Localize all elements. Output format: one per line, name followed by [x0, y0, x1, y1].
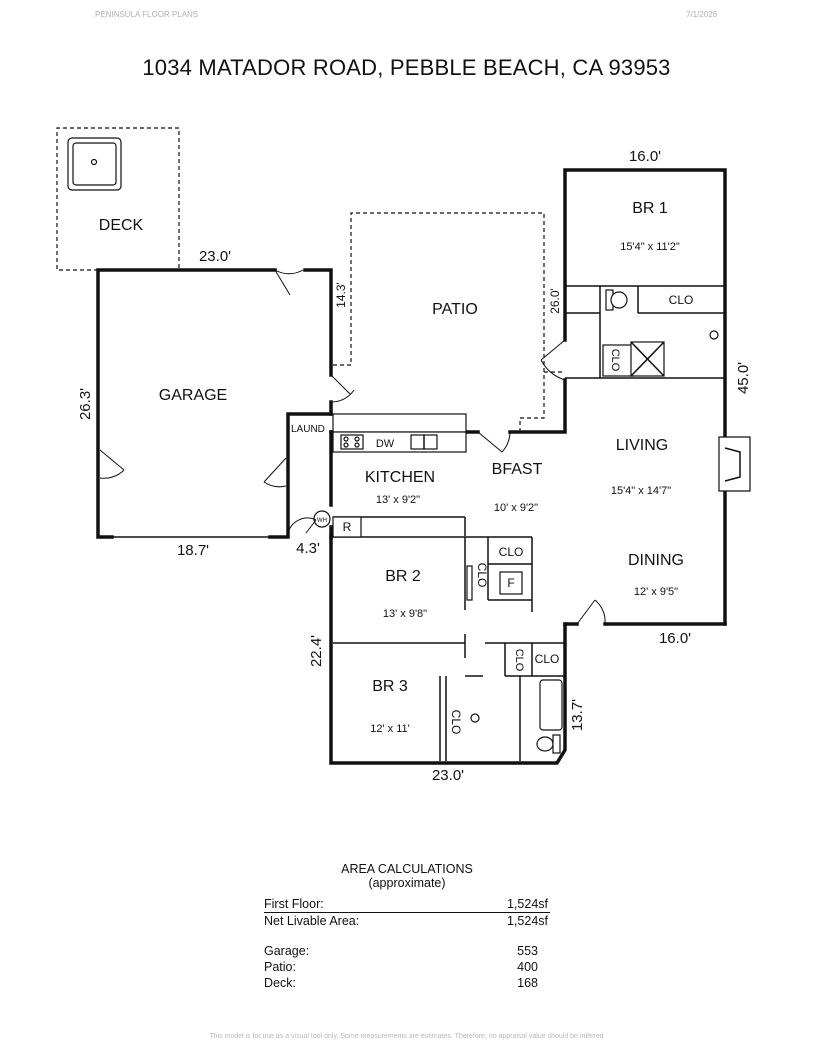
dim-bottom: 23.0': [432, 767, 464, 784]
refrigerator-label: R: [343, 520, 352, 534]
toilet-br1: [610, 291, 628, 309]
laund-label: LAUND: [291, 424, 325, 435]
br2-closet-door: [466, 565, 473, 601]
clo-label-br3: CLO: [449, 710, 463, 735]
doors: [99, 269, 606, 625]
dim-garage-left: 26.3': [77, 388, 94, 420]
dimension-labels: 23.0' 26.3' 18.7' 4.3' 14.3' 26.0' 16.0'…: [77, 148, 752, 784]
area-row-net-livable: Net Livable Area: 1,524sf: [264, 913, 550, 929]
dining-size: 12' x 9'5": [634, 586, 678, 598]
clo-label-br2: CLO: [475, 563, 489, 588]
area-subtitle: (approximate): [368, 876, 446, 890]
dim-patio-left: 14.3': [334, 282, 348, 308]
dim-right-side: 45.0': [735, 362, 752, 394]
water-heater-label: WH: [317, 518, 327, 524]
clo-label-br1-bath: CLO: [609, 349, 621, 372]
living-size: 15'4" x 14'7": [611, 485, 671, 497]
bfast-size: 10' x 9'2": [494, 502, 538, 514]
br1-closet: [602, 344, 634, 377]
kitchen-label: KITCHEN: [365, 469, 435, 486]
dim-br1-top: 16.0': [629, 148, 661, 165]
area-value: 553: [517, 944, 538, 958]
clo-label-bath-1: CLO: [513, 649, 525, 672]
kitchen-size: 13' x 9'2": [376, 494, 420, 506]
kitchen-counter: [332, 413, 467, 453]
garage-walls: [96, 268, 333, 539]
area-value: 400: [517, 960, 538, 974]
fixture-labels: CLO CLO DW R WH CLO F CLO CLO CLO CLO: [317, 293, 693, 734]
patio-label: PATIO: [432, 301, 478, 318]
living-label: LIVING: [616, 437, 668, 454]
garage-label: GARAGE: [159, 387, 227, 404]
deck-label: DECK: [99, 217, 144, 234]
bfast-label: BFAST: [492, 461, 543, 478]
area-label: First Floor:: [264, 897, 324, 911]
fixtures: [313, 289, 751, 754]
clo-label-br1: CLO: [669, 293, 694, 307]
page-title: 1034 MATADOR ROAD, PEBBLE BEACH, CA 9395…: [142, 55, 671, 80]
room-labels: DECK GARAGE PATIO BR 1 15'4" x 11'2" LIV…: [99, 200, 684, 735]
dim-patio-right: 26.0': [548, 288, 562, 314]
dining-label: DINING: [628, 552, 684, 569]
area-row-first-floor: First Floor: 1,524sf: [264, 896, 550, 913]
area-label: Patio:: [264, 960, 296, 974]
date-header: 7/1/2026: [686, 10, 718, 19]
dim-left-lower: 22.4': [308, 635, 325, 667]
disclaimer-footer: This model is for use as a visual tool o…: [209, 1033, 604, 1040]
sink-hall: [470, 713, 480, 723]
fireplace: [718, 436, 751, 492]
furnace-label: F: [507, 576, 514, 590]
dim-garage-top: 23.0': [199, 248, 231, 265]
area-row-patio: Patio: 400: [264, 959, 550, 975]
br1-label: BR 1: [632, 200, 668, 217]
area-title: AREA CALCULATIONS: [341, 862, 473, 876]
area-row-garage: Garage: 553: [264, 943, 550, 959]
patio-area: [333, 212, 565, 433]
toilet-hall: [536, 736, 554, 752]
area-label: Net Livable Area:: [264, 914, 360, 928]
br2-size: 13' x 9'8": [383, 608, 427, 620]
dim-bath-right: 13.7': [569, 699, 586, 731]
bathtub: [539, 679, 563, 731]
area-value: 1,524sf: [506, 897, 548, 911]
refrigerator: [332, 516, 362, 538]
clo-label-hall: CLO: [499, 545, 524, 559]
br3-label: BR 3: [372, 678, 408, 695]
area-label: Deck:: [264, 976, 296, 990]
company-header: PENINSULA FLOOR PLANS: [95, 10, 199, 19]
dim-garage-step: 4.3': [296, 540, 320, 557]
dw-label: DW: [376, 438, 395, 450]
br3-size: 12' x 11': [370, 723, 409, 735]
br2-label: BR 2: [385, 568, 421, 585]
interior-walls: [333, 285, 725, 761]
sink-br1: [709, 330, 719, 340]
clo-label-bath-2: CLO: [535, 652, 560, 666]
area-value: 168: [517, 976, 538, 990]
deck-area: [56, 127, 180, 271]
area-row-deck: Deck: 168: [264, 975, 550, 991]
furnace: [499, 571, 523, 595]
area-value: 1,524sf: [506, 914, 548, 928]
br1-size: 15'4" x 11'2": [620, 241, 680, 253]
dim-garage-bottom: 18.7': [177, 542, 209, 559]
area-calculations: AREA CALCULATIONS (approximate) First Fl…: [264, 862, 550, 991]
dim-dining-bottom: 16.0': [659, 630, 691, 647]
area-label: Garage:: [264, 944, 310, 958]
